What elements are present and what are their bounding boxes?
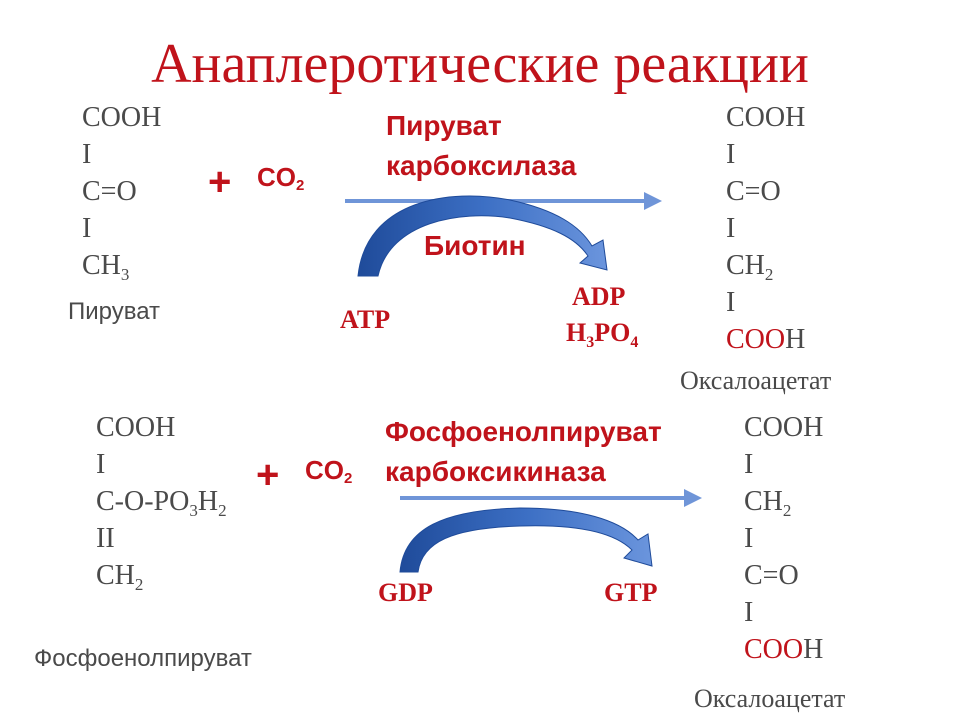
formula-line-ch3: CH3 — [82, 250, 130, 284]
formula-line-cooh: COOH — [726, 324, 806, 355]
enzyme-pyruvate-carboxylase: Пируват карбоксилаза — [386, 110, 577, 181]
pyruvate-name: Пируват — [68, 298, 161, 325]
formula-line: I — [744, 449, 754, 480]
formula-line: C=O — [726, 176, 781, 207]
reaction2-arrow — [400, 489, 702, 507]
formula-line: I — [726, 287, 736, 318]
formula-line: I — [82, 139, 92, 170]
oxaloacetate-formula: COOH I C=O I CH2 I COOH — [726, 99, 805, 358]
co2-label: CO2 — [305, 455, 353, 487]
atp-label: ATP — [340, 305, 391, 334]
gtp-label: GTP — [604, 578, 658, 607]
cofactor-biotin: Биотин — [424, 230, 526, 261]
formula-line: I — [726, 213, 736, 244]
adp-label: ADP — [572, 282, 626, 311]
formula-line: II — [96, 523, 115, 554]
oxaloacetate-name: Оксалоацетат — [680, 366, 832, 395]
reaction2-curved-arrow — [399, 507, 653, 573]
formula-line: COOH — [726, 102, 806, 133]
formula-line-ch2: CH2 — [744, 486, 792, 520]
oxaloacetate-name: Оксалоацетат — [694, 684, 846, 713]
formula-line: I — [726, 139, 736, 170]
plus-sign: + — [208, 160, 232, 204]
pep-name: Фосфоенолпируват — [34, 645, 252, 672]
formula-line: C=O — [744, 560, 799, 591]
formula-line: I — [96, 449, 106, 480]
pyruvate-formula: COOH I C=O I CH3 — [82, 99, 161, 284]
formula-line: I — [744, 597, 754, 628]
formula-line-phosphate: C-O-PO3H2 — [96, 486, 227, 520]
formula-line-cooh: COOH — [744, 634, 824, 665]
formula-line: COOH — [96, 412, 176, 443]
pep-formula: COOH I C-O-PO3H2 II CH2 — [96, 409, 227, 594]
formula-line: I — [82, 213, 92, 244]
formula-line-ch2: CH2 — [726, 250, 774, 284]
h3po4-label: H3PO4 — [566, 318, 639, 351]
co2-label: CO2 — [257, 162, 305, 194]
enzyme-pep-carboxykinase: Фосфоенолпируват карбоксикиназа — [385, 416, 662, 487]
reaction1-curved-arrow — [357, 195, 608, 277]
formula-line: C=O — [82, 176, 137, 207]
page-title: Анаплеротические реакции — [151, 33, 809, 95]
formula-line: I — [744, 523, 754, 554]
gdp-label: GDP — [378, 578, 433, 607]
formula-line: COOH — [82, 102, 162, 133]
formula-line: COOH — [744, 412, 824, 443]
plus-sign: + — [256, 453, 280, 497]
oxaloacetate-formula: COOH I CH2 I C=O I COOH — [744, 409, 823, 668]
formula-line-ch2: CH2 — [96, 560, 144, 594]
